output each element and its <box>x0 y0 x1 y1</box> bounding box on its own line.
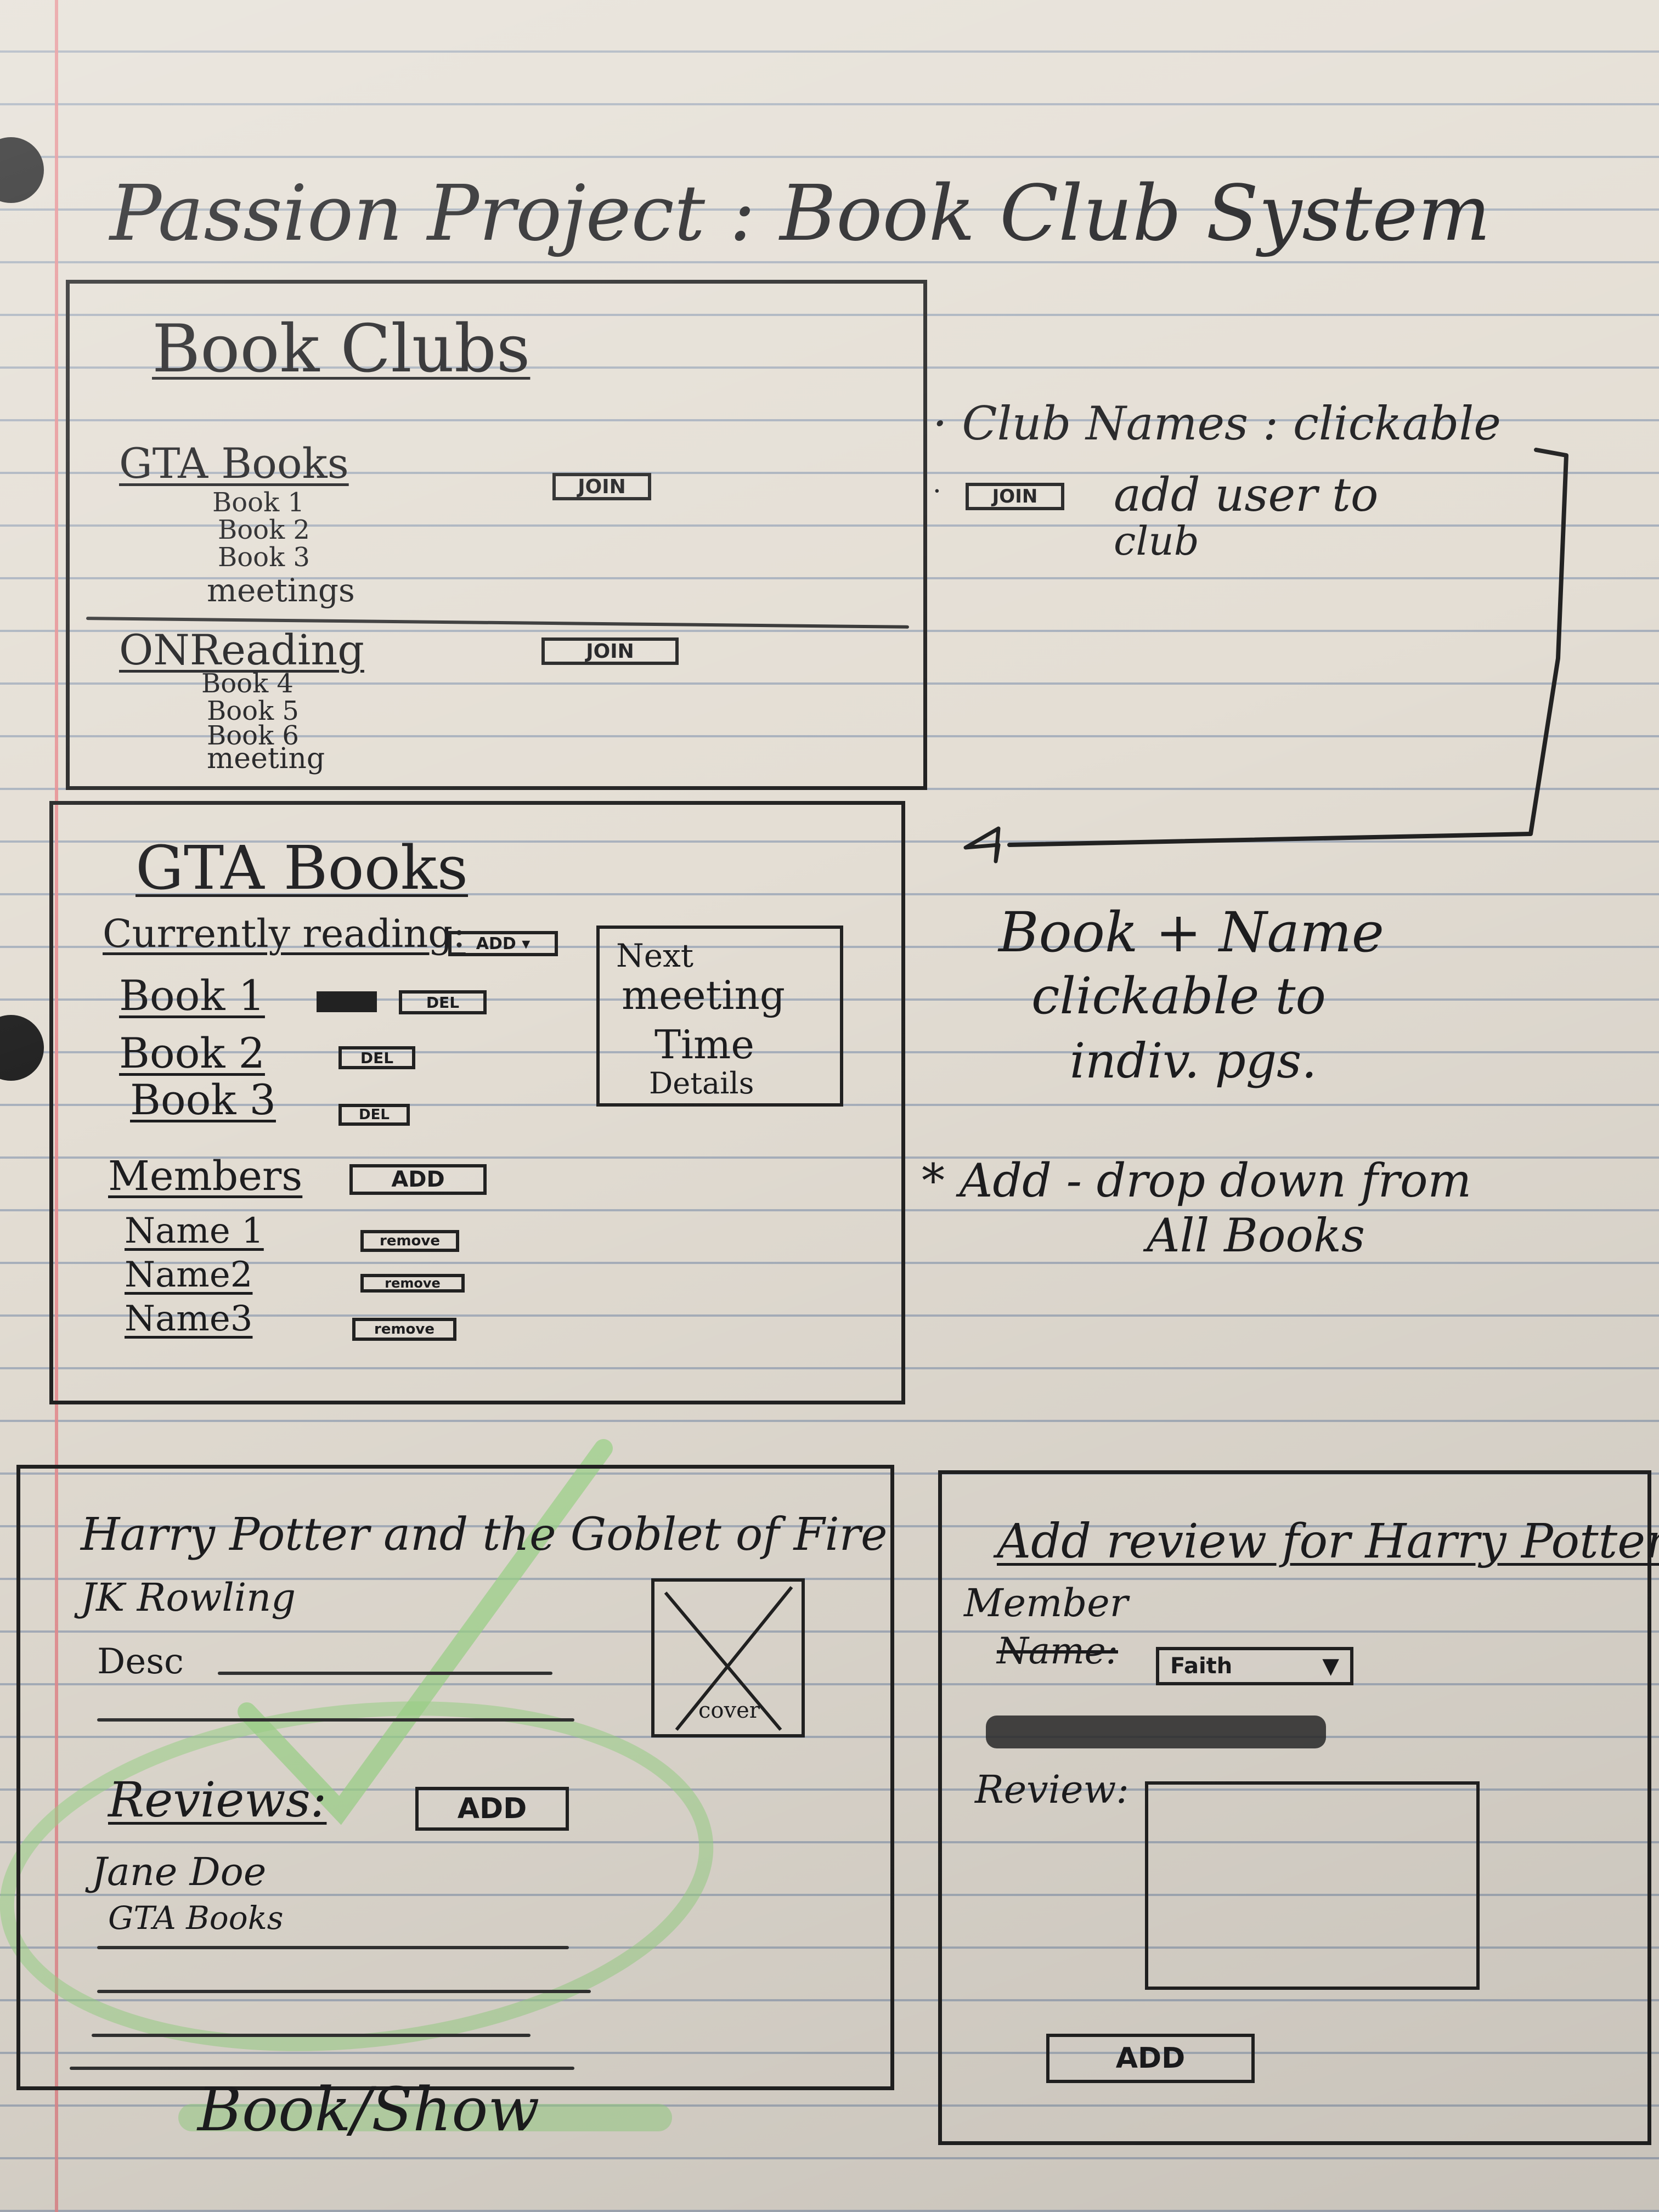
review-club: GTA Books <box>108 1899 284 1937</box>
meeting-line: Next <box>616 937 694 974</box>
member-name[interactable]: Name3 <box>125 1299 253 1339</box>
review-heading: Add review for Harry Potter... <box>997 1514 1659 1569</box>
member-name[interactable]: Name2 <box>125 1255 253 1295</box>
meeting-details: Details <box>649 1066 754 1101</box>
member-label: Member <box>964 1581 1128 1626</box>
delete-book-button[interactable]: DEL <box>338 1104 410 1126</box>
scribbled-out-field <box>986 1716 1326 1748</box>
page-label: Book/Show <box>198 2074 540 2145</box>
book-author: JK Rowling <box>81 1575 296 1620</box>
note-indiv-pages: indiv. pgs. <box>1070 1032 1317 1089</box>
panel-heading: Book Clubs <box>152 311 531 387</box>
review-line <box>97 1990 591 1993</box>
add-review-panel: Add review for Harry Potter... Member Na… <box>938 1470 1659 2145</box>
delete-book-button[interactable]: DEL <box>399 990 487 1014</box>
next-meeting-box: Next meeting Time Details <box>596 926 843 1107</box>
meeting-line: meeting <box>622 972 785 1018</box>
margin-line <box>55 0 58 2212</box>
currently-reading-label: Currently reading: <box>103 911 466 956</box>
bullet-dot: · <box>933 475 941 507</box>
club-heading: GTA Books <box>136 833 469 903</box>
book-link[interactable]: Book 1 <box>212 487 304 518</box>
chevron-down-icon: ▼ <box>1322 1654 1339 1679</box>
join-button[interactable]: JOIN <box>552 473 651 500</box>
club-detail-panel: GTA Books Currently reading: ADD ▾ Book … <box>49 801 905 1404</box>
book-cover-placeholder: cover <box>651 1578 805 1737</box>
delete-book-button[interactable]: DEL <box>338 1046 415 1069</box>
cover-label: cover <box>698 1698 760 1723</box>
desc-line <box>97 1718 574 1722</box>
note-add-user: add user to <box>1114 468 1379 522</box>
note-club: club <box>1114 518 1199 564</box>
submit-review-button[interactable]: ADD <box>1046 2034 1255 2083</box>
book-link[interactable]: Book 5 <box>207 696 299 726</box>
review-line <box>70 2067 574 2070</box>
remove-member-button[interactable]: remove <box>360 1274 465 1293</box>
book-link[interactable]: Book 6 <box>207 720 299 751</box>
note-club-names: · Club Names : clickable <box>933 397 1502 450</box>
book-show-panel: Harry Potter and the Goblet of Fire JK R… <box>16 1465 894 2090</box>
scribble-mark <box>317 991 377 1012</box>
join-button[interactable]: JOIN <box>541 637 679 665</box>
remove-member-button[interactable]: remove <box>352 1318 456 1341</box>
review-author: Jane Doe <box>92 1849 267 1894</box>
cover-cross-icon <box>664 1586 793 1731</box>
meeting-time: Time <box>654 1022 754 1068</box>
page-title: Passion Project : Book Club System <box>110 169 1491 258</box>
members-label: Members <box>108 1153 303 1200</box>
reviews-label: Reviews: <box>108 1771 327 1828</box>
book-link[interactable]: Book 2 <box>119 1029 265 1077</box>
review-textarea[interactable] <box>1145 1781 1480 1990</box>
book-link[interactable]: Book 3 <box>218 542 310 573</box>
name-label: Name: <box>997 1630 1118 1672</box>
book-title: Harry Potter and the Goblet of Fire <box>81 1509 888 1561</box>
review-line <box>92 2034 531 2037</box>
member-select[interactable]: Faith ▼ <box>1156 1647 1353 1685</box>
member-name[interactable]: Name 1 <box>125 1211 264 1251</box>
book-link[interactable]: Book 3 <box>130 1075 276 1124</box>
club-name-link[interactable]: GTA Books <box>119 439 349 488</box>
remove-member-button[interactable]: remove <box>360 1230 459 1252</box>
book-link[interactable]: Book 4 <box>201 668 294 699</box>
add-member-button[interactable]: ADD <box>349 1164 487 1195</box>
club-name-link[interactable]: ONReading <box>119 625 364 674</box>
join-button-note: JOIN <box>966 483 1064 510</box>
review-label: Review: <box>975 1767 1129 1812</box>
book-clubs-panel: Book Clubs GTA Books JOIN Book 1 Book 2 … <box>66 280 927 790</box>
note-clickable: clickable to <box>1031 967 1326 1025</box>
note-all-books: All Books <box>1147 1209 1365 1262</box>
add-book-dropdown[interactable]: ADD ▾ <box>448 931 558 956</box>
member-select-value: Faith <box>1170 1654 1233 1679</box>
book-link[interactable]: Book 2 <box>218 515 310 545</box>
note-add-dropdown: * Add - drop down from <box>922 1154 1472 1207</box>
add-review-button[interactable]: ADD <box>415 1787 569 1831</box>
book-link[interactable]: Book 1 <box>119 971 265 1020</box>
note-book-name: Book + Name <box>998 900 1384 964</box>
review-line <box>97 1946 569 1949</box>
desc-line <box>218 1672 552 1675</box>
meeting-link[interactable]: meeting <box>207 742 325 775</box>
desc-label: Desc <box>97 1641 184 1682</box>
meetings-link[interactable]: meetings <box>207 572 355 609</box>
